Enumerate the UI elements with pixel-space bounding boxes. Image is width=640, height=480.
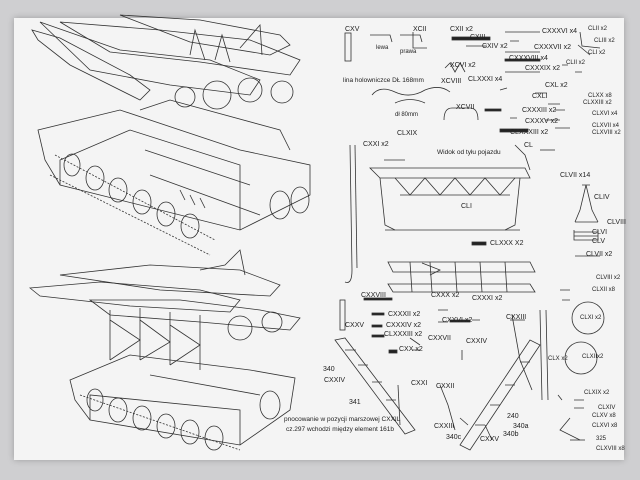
label-clxxxi-x4: CLXXXI x4 bbox=[468, 76, 503, 83]
label-lewa: lewa bbox=[376, 45, 389, 51]
label-cxiv-x2: CXIV x2 bbox=[482, 43, 508, 50]
label-cxxv-b: CXXV bbox=[480, 436, 500, 443]
label-cl: CL bbox=[524, 142, 533, 149]
label-clxii-x2: CLXIIx2 bbox=[582, 354, 604, 360]
label-cxxiv-b: CXXIV bbox=[324, 377, 346, 384]
label-clxxxiii-x2: CLXXXIII x2 bbox=[510, 129, 549, 136]
label-cliv: CLIV bbox=[594, 194, 610, 201]
label-cxxxi-x2: CXXXI x2 bbox=[472, 295, 503, 302]
label-prawa: prawa bbox=[400, 49, 417, 55]
note-line-1: pnocowanie w pozycji marszowej CXXIL bbox=[284, 416, 401, 423]
label-xcvii: XCVII bbox=[456, 104, 475, 111]
parts-bottom bbox=[334, 297, 585, 451]
label-cxxxvii-x2: CXXXVII x2 bbox=[534, 44, 571, 51]
label-clvii-x2: CLVII x2 bbox=[586, 251, 613, 258]
label-cxx-x2: CXX x2 bbox=[399, 346, 423, 353]
label-clxx-x8: CLXX x8 bbox=[588, 93, 612, 99]
label-clxix-x2: CLXIX x2 bbox=[584, 390, 610, 396]
label-341: 341 bbox=[349, 399, 361, 406]
label-325: 325 bbox=[596, 436, 607, 442]
label-cxxxviii-x4: CXXXVIII x4 bbox=[509, 55, 548, 62]
label-clii-x2: CLII x2 bbox=[588, 26, 608, 32]
label-cxxvi-x2: CXXVI x2 bbox=[442, 317, 473, 324]
label-cxxi-x2: CXXI x2 bbox=[363, 141, 389, 148]
label-340b: 340b bbox=[503, 431, 519, 438]
label-clxiv: CLXIV bbox=[598, 405, 616, 411]
label-dl80: dł 80mm bbox=[395, 112, 419, 118]
note-line-2: cz.297 wchodzi między element 161b bbox=[286, 426, 395, 433]
label-cxxv: CXXV bbox=[345, 322, 365, 329]
label-clxviii-x8: CLXVIII x8 bbox=[596, 446, 625, 452]
label-240: 240 bbox=[507, 413, 519, 420]
label-clvi: CLVI bbox=[592, 229, 608, 236]
label-cxxxix-x2: CXXXIX x2 bbox=[525, 65, 561, 72]
label-cxxiii-b: CXXIII bbox=[434, 423, 455, 430]
label-cxxxvi-x4: CXXXVI x4 bbox=[542, 28, 578, 35]
instruction-sheet bbox=[14, 18, 624, 460]
label-cxl-x2: CXL x2 bbox=[545, 82, 568, 89]
label-cxii-x2: CXII x2 bbox=[450, 26, 473, 33]
label-clxvi-x4: CLXVI x4 bbox=[592, 111, 618, 117]
label-clviii: CLVIII bbox=[607, 219, 626, 226]
parts-middle bbox=[344, 144, 605, 375]
label-cxxiii: CXXIII bbox=[506, 314, 527, 321]
label-cxv: CXV bbox=[345, 26, 360, 33]
label-clxvi-x8: CLXVI x8 bbox=[592, 423, 618, 429]
label-clxxiii-x2: CLXXIII x2 bbox=[583, 100, 612, 106]
label-clx-x2: CLX x2 bbox=[548, 356, 568, 362]
label-tow-rope: lina holowniczce DŁ 168mm bbox=[343, 77, 424, 84]
label-cxli: CXLI bbox=[532, 93, 548, 100]
label-cxiii: CXIII bbox=[470, 34, 486, 41]
parts-top bbox=[344, 31, 601, 133]
label-clxxx-x2: CLXXX X2 bbox=[490, 240, 524, 247]
label-clxvii-x4: CLXVII x4 bbox=[592, 123, 620, 129]
label-clii-x2b: CLII x2 bbox=[566, 60, 586, 66]
label-cli-x2: CLI x2 bbox=[588, 50, 606, 56]
label-xcvi-x2: XCVI x2 bbox=[450, 62, 476, 69]
label-clxix: CLXIX bbox=[397, 130, 418, 137]
label-cxxxii-x2: CXXXII x2 bbox=[388, 311, 421, 318]
label-clvii-x14: CLVII x14 bbox=[560, 172, 591, 179]
vehicle-bottom-drawing bbox=[28, 249, 301, 451]
label-cxxvii: CXXVII bbox=[428, 335, 451, 342]
label-340a: 340a bbox=[513, 423, 529, 430]
label-340: 340 bbox=[323, 366, 335, 373]
label-340c: 340c bbox=[446, 434, 462, 441]
label-rear-view: Widok od tyłu pojazdu bbox=[437, 149, 501, 156]
label-clxii-x8: CLXII x8 bbox=[592, 287, 616, 293]
label-xcviii: XCVIII bbox=[441, 78, 462, 85]
label-cxxiv: CXXIV bbox=[466, 338, 488, 345]
label-cxxii: CXXII bbox=[436, 383, 455, 390]
vehicle-top-drawing bbox=[31, 14, 311, 256]
label-cliii-x2: CLIII x2 bbox=[594, 38, 615, 44]
label-clviii-x2: CLVIII x2 bbox=[596, 275, 621, 281]
label-clxviii-x2: CLXVIII x2 bbox=[592, 130, 621, 136]
label-cxxxiii-x2: CXXXIII x2 bbox=[522, 107, 557, 114]
label-clxxxiii-x2b: CLXXXIII x2 bbox=[384, 331, 423, 338]
label-clxi-x2: CLXI x2 bbox=[580, 315, 602, 321]
label-cxxi: CXXI bbox=[411, 380, 428, 387]
label-clv: CLV bbox=[592, 238, 606, 245]
label-cxxxiv-x2: CXXXIV x2 bbox=[386, 322, 422, 329]
label-cxxviii: CXXVIII bbox=[361, 292, 386, 299]
label-cxxx-x2: CXXX x2 bbox=[431, 292, 460, 299]
label-clxv-x8: CLXV x8 bbox=[592, 413, 616, 419]
label-xcii: XCII bbox=[413, 26, 427, 33]
label-cxxxv-x2: CXXXV x2 bbox=[525, 118, 559, 125]
label-cli: CLI bbox=[461, 203, 472, 210]
